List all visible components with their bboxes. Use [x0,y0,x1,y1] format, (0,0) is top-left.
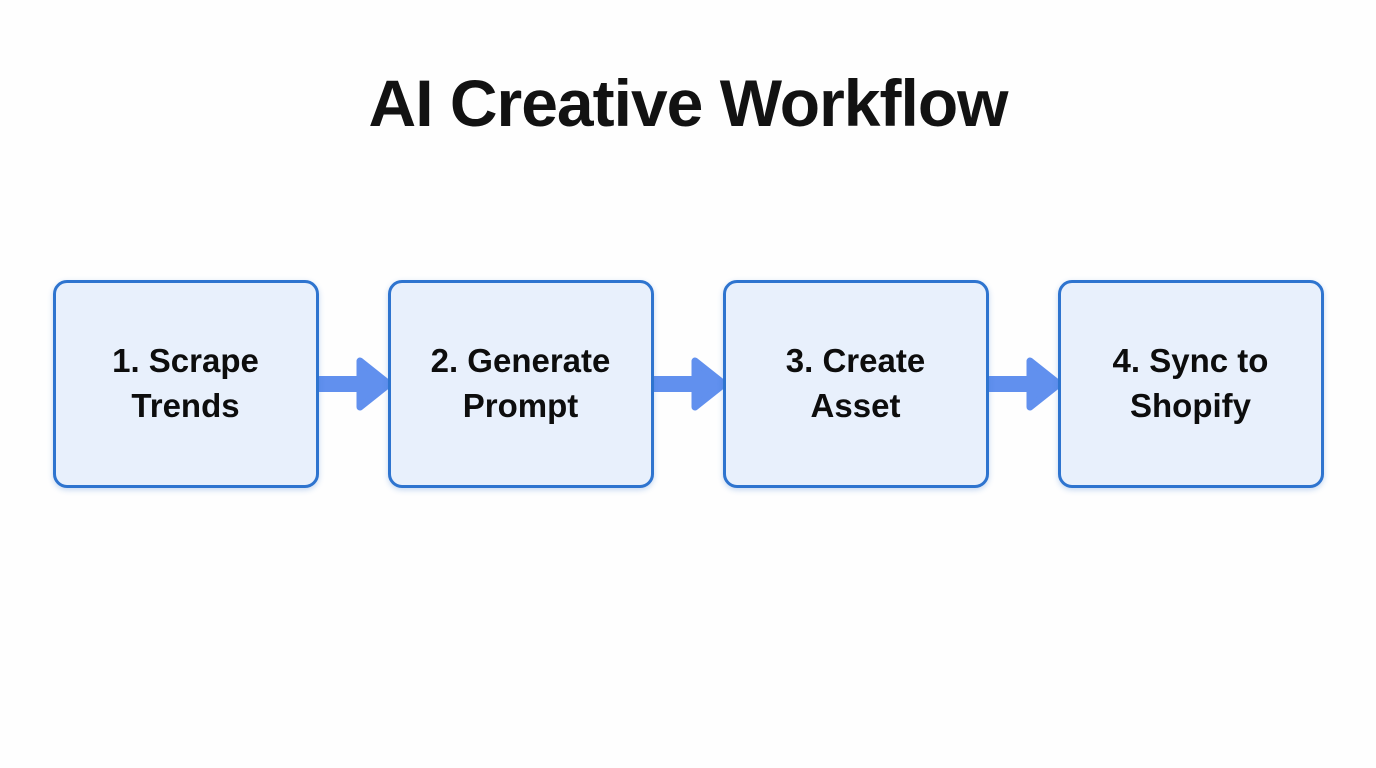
step-box-scrape-trends: 1. Scrape Trends [52,280,319,488]
page-title: AI Creative Workflow [368,66,1009,140]
step-label: 3. Create Asset [785,342,926,424]
arrow-right-icon [649,353,727,415]
step-label: 4. Sync to Shopify [1112,342,1269,424]
step-box-sync-to-shopify: 4. Sync to Shopify [1057,280,1324,488]
step-label: 1. Scrape Trends [112,342,259,424]
step-label: 2. Generate Prompt [430,342,611,424]
arrow-right-icon [314,353,392,415]
step-box-generate-prompt: 2. Generate Prompt [387,280,654,488]
step-box-create-asset: 3. Create Asset [722,280,989,488]
arrow-right-icon [984,353,1062,415]
workflow-steps-row: 1. Scrape Trends 2. Generate Prompt 3. C… [0,279,1376,489]
